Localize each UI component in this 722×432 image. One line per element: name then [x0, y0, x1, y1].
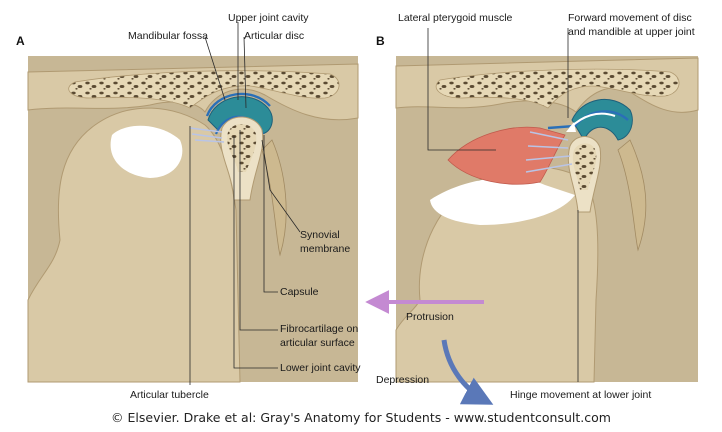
label-forward-movement-1: Forward movement of disc [568, 12, 692, 24]
label-forward-movement-2: and mandible at upper joint [568, 26, 695, 38]
label-capsule: Capsule [280, 286, 319, 298]
label-synovial-1: Synovial [300, 229, 340, 241]
label-articular-disc: Articular disc [244, 30, 304, 42]
copyright-credit: © Elsevier. Drake et al: Gray's Anatomy … [0, 410, 722, 425]
label-protrusion: Protrusion [406, 311, 454, 323]
panel-b [396, 28, 698, 382]
label-hinge-movement: Hinge movement at lower joint [510, 389, 651, 401]
label-upper-joint-cavity: Upper joint cavity [228, 12, 309, 24]
label-fibrocartilage-1: Fibrocartilage on [280, 323, 358, 335]
label-lower-joint-cavity: Lower joint cavity [280, 362, 361, 374]
label-depression: Depression [376, 374, 429, 386]
label-synovial-2: membrane [300, 243, 350, 255]
label-lateral-pterygoid: Lateral pterygoid muscle [398, 12, 512, 24]
label-fibrocartilage-2: articular surface [280, 337, 355, 349]
panel-b-letter: B [376, 34, 385, 48]
panel-a-letter: A [16, 34, 25, 48]
label-mandibular-fossa: Mandibular fossa [128, 30, 208, 42]
label-articular-tubercle: Articular tubercle [130, 389, 209, 401]
